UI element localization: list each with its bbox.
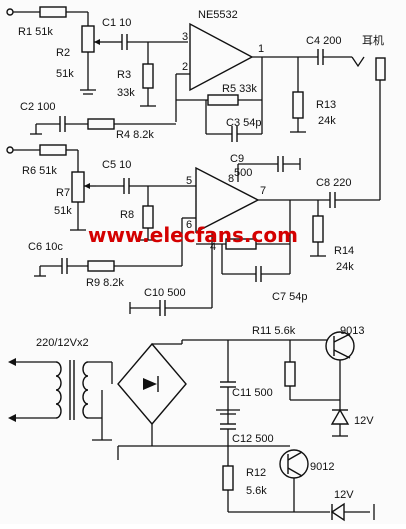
label-r5: R5 33k: [222, 83, 257, 95]
watermark: www.elecfans.com: [88, 223, 298, 247]
opamp-u1a: [189, 22, 254, 92]
label-c7: C7 54p: [272, 291, 307, 303]
label-c12: C12 500: [232, 433, 274, 445]
input-terminal-2: [6, 146, 14, 154]
headphone-jack: [375, 57, 386, 200]
label-r12: R12: [246, 467, 266, 479]
label-r4: R4 8.2k: [116, 129, 154, 141]
label-zener: 12V: [354, 415, 374, 427]
resistor-r6: [39, 144, 67, 156]
bridge-rectifier: [117, 342, 187, 426]
capacitor-c7: [255, 266, 262, 282]
capacitor-c12: [220, 423, 236, 430]
label-pin6: 6: [186, 219, 192, 231]
label-r3: R3: [117, 69, 131, 81]
label-pin5: 5: [186, 175, 192, 187]
opamp-u1b: [195, 166, 260, 234]
resistor-r13: [292, 91, 304, 119]
label-r2-value: 51k: [56, 68, 74, 80]
label-r3-value: 33k: [117, 87, 135, 99]
label-transformer: 220/12Vx2: [36, 337, 89, 349]
label-q2: 9012: [310, 461, 334, 473]
label-neg-12v: 12V: [334, 489, 354, 501]
label-c9-value: 500: [234, 167, 252, 179]
label-r11: R11 5.6k: [252, 325, 296, 337]
capacitor-c10: [159, 300, 166, 316]
input-terminal-1: [6, 8, 14, 16]
label-r14-value: 24k: [336, 261, 354, 273]
capacitor-c1: [121, 34, 128, 50]
potentiometer-r2: [81, 25, 106, 53]
label-c9: C9: [230, 153, 244, 165]
capacitor-c8: [329, 192, 336, 208]
label-r2: R2: [56, 47, 70, 59]
label-q1: 9013: [340, 325, 364, 337]
capacitor-c4: [317, 49, 324, 65]
label-r7-value: 51k: [54, 205, 72, 217]
resistor-r11: [284, 361, 296, 387]
label-c4: C4 200: [306, 35, 341, 47]
resistor-r5: [207, 94, 239, 106]
transistor-9012: [279, 449, 309, 479]
label-c2: C2 100: [20, 101, 55, 113]
label-c6: C6 10c: [28, 241, 63, 253]
label-c11: C11 500: [232, 387, 273, 399]
resistor-r3: [142, 63, 154, 89]
label-r14: R14: [334, 245, 354, 257]
label-r8: R8: [120, 209, 134, 221]
label-r1: R1 51k: [18, 26, 53, 38]
resistor-r1: [39, 6, 67, 18]
resistor-r4: [87, 118, 115, 130]
label-r9: R9 8.2k: [86, 277, 124, 289]
label-c1: C1 10: [102, 17, 131, 29]
capacitor-c9: [277, 156, 284, 172]
label-ic: NE5532: [198, 9, 238, 21]
capacitor-c5: [123, 178, 130, 194]
label-r6: R6 51k: [22, 165, 57, 177]
label-c10: C10 500: [144, 287, 186, 299]
resistor-r9: [87, 260, 115, 272]
label-pin3: 3: [182, 31, 188, 43]
label-pin7: 7: [260, 185, 266, 197]
capacitor-c2: [59, 116, 66, 132]
label-c5: C5 10: [102, 159, 131, 171]
zener-diode-neg-12v: [330, 502, 345, 522]
label-r12-value: 5.6k: [246, 485, 267, 497]
label-r13: R13: [316, 99, 336, 111]
capacitor-c6: [61, 258, 68, 274]
label-pin1: 1: [258, 43, 264, 55]
label-pin2: 2: [182, 61, 188, 73]
label-headphone: 耳机: [362, 33, 384, 47]
label-r13-value: 24k: [318, 115, 336, 127]
transformer: [55, 360, 89, 420]
zener-diode-12v: [330, 408, 350, 425]
resistor-r14: [312, 215, 324, 243]
label-c8: C8 220: [316, 177, 351, 189]
label-r7: R7: [56, 187, 70, 199]
label-pin4: 4: [210, 241, 216, 253]
potentiometer-r7: [71, 171, 96, 203]
label-c3: C3 54p: [226, 117, 261, 129]
label-pin8: 8: [228, 173, 234, 185]
resistor-r12: [222, 465, 234, 491]
